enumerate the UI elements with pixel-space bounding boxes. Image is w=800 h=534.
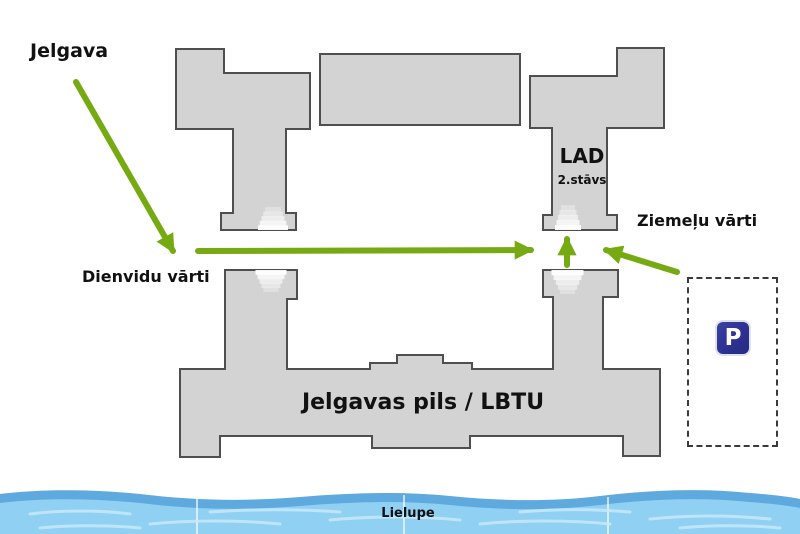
gate-stairs-icon [551, 270, 584, 294]
gate-stairs-icon [255, 270, 287, 292]
river [0, 490, 800, 534]
lad-floor-label: 2.stāvs [557, 173, 607, 187]
building-north-center [319, 53, 521, 126]
lad-office-label: LAD [559, 144, 605, 168]
palace-building [179, 269, 661, 458]
parking-area [687, 277, 778, 447]
building-lad-wing [529, 47, 665, 231]
route-arrow-along-courtyard [195, 240, 534, 260]
river-bank-wave [0, 490, 800, 510]
parking-sign-letter: P [724, 324, 742, 351]
origin-city-label: Jelgava [30, 40, 109, 62]
route-arrow-from-parking [603, 245, 680, 275]
north-gate-label: Ziemeļu vārti [637, 211, 758, 230]
parking-sign-icon: P [715, 320, 751, 356]
building-northwest-wing [175, 48, 311, 231]
river-name-label: Lielupe [381, 506, 435, 521]
south-gate-label: Dienvidu vārti [82, 267, 210, 286]
gate-stairs-icon [555, 205, 581, 230]
river-ripples [28, 508, 782, 530]
palace-label: Jelgavas pils / LBTU [301, 390, 545, 415]
route-arrow-from-jelgava [73, 79, 176, 254]
gate-stairs-icon [258, 207, 288, 230]
